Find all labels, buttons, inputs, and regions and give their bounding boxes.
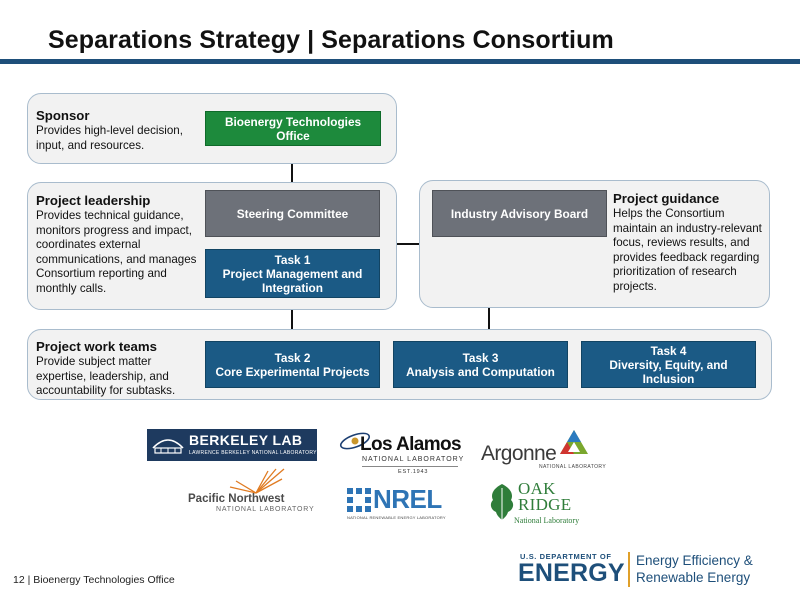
bioenergy-office-box: Bioenergy Technologies Office [205, 111, 381, 146]
leadership-desc-line: Provides technical guidance, [36, 209, 184, 222]
task4-box: Task 4 Diversity, Equity, and Inclusion [581, 341, 756, 388]
connector-guidance-teams [488, 308, 490, 330]
steering-committee-box: Steering Committee [205, 190, 380, 237]
berkeley-lab-logo: BERKELEY LAB LAWRENCE BERKELEY NATIONAL … [147, 429, 317, 461]
task4-line: Diversity, Equity, and [609, 357, 728, 372]
guidance-desc-line: maintain an industry-relevant [613, 221, 762, 235]
berkeley-lab-name: BERKELEY LAB [189, 432, 303, 448]
task3-line: Task 3 [462, 350, 499, 365]
leadership-desc-line: monitors progress and impact, [36, 223, 192, 237]
leadership-desc-line: communications, and manages [36, 252, 197, 266]
guidance-desc-line: focus, reviews results, and [613, 236, 750, 250]
sponsor-desc-line: input, and resources. [36, 138, 145, 152]
los-alamos-name: Los Alamos [360, 434, 462, 455]
oak-ridge-logo: OAK RIDGE National Laboratory [488, 478, 584, 530]
doe-divider [628, 552, 630, 587]
oak-ridge-sub: National Laboratory [514, 516, 580, 525]
doe-small-label: U.S. DEPARTMENT OF [520, 552, 612, 561]
bioenergy-office-line: Bioenergy Technologies [224, 114, 362, 129]
guidance-desc-line: provides feedback regarding [613, 250, 760, 264]
sponsor-desc-line: Provides high-level decision, [36, 124, 183, 137]
nrel-name: NREL [373, 484, 442, 514]
oak-ridge-name2: RIDGE [518, 495, 572, 514]
leadership-desc-line: monthly calls. [36, 281, 107, 295]
work-teams-text: Project work teams Provide subject matte… [36, 339, 206, 399]
work-teams-desc-line: Provide subject matter [36, 355, 152, 368]
los-alamos-est: EST.1943 [398, 469, 429, 475]
sponsor-heading: Sponsor [36, 108, 90, 123]
doe-eere-logo: U.S. DEPARTMENT OF ENERGY Energy Efficie… [518, 550, 780, 590]
task1-line: Integration [262, 280, 323, 295]
pnnl-name: Pacific Northwest [188, 493, 285, 505]
leadership-desc-line: coordinates external [36, 238, 141, 252]
task2-line: Core Experimental Projects [215, 364, 370, 379]
guidance-desc-line: projects. [613, 279, 657, 293]
argonne-triangle-icon [560, 430, 588, 454]
task3-box: Task 3 Analysis and Computation [393, 341, 568, 388]
task2-box: Task 2 Core Experimental Projects [205, 341, 380, 388]
leadership-heading: Project leadership [36, 193, 151, 208]
steering-committee-label: Steering Committee [236, 206, 349, 221]
task4-line: Task 4 [650, 343, 687, 358]
oak-leaf-icon [490, 484, 514, 522]
berkeley-building-icon [152, 439, 184, 454]
argonne-name: Argonne [481, 442, 557, 465]
guidance-heading: Project guidance [613, 191, 720, 206]
pnnl-burst-icon [229, 468, 285, 494]
connector-leadership-teams [291, 310, 293, 330]
sponsor-text: Sponsor Provides high-level decision, in… [36, 108, 206, 153]
nrel-grid-icon [347, 488, 371, 512]
industry-advisory-board-label: Industry Advisory Board [450, 206, 589, 221]
los-alamos-logo: Los Alamos NATIONAL LABORATORY EST.1943 [338, 424, 463, 480]
nrel-sub: NATIONAL RENEWABLE ENERGY LABORATORY [347, 515, 446, 520]
task1-line: Project Management and [222, 266, 363, 281]
task1-line: Task 1 [274, 252, 311, 267]
task3-line: Analysis and Computation [406, 364, 555, 379]
work-teams-desc-line: expertise, leadership, and [36, 369, 169, 383]
guidance-text: Project guidance Helps the Consortium ma… [613, 191, 768, 295]
pnnl-logo: Pacific Northwest NATIONAL LABORATORY [188, 467, 314, 517]
work-teams-heading: Project work teams [36, 339, 157, 354]
eere-line2: Renewable Energy [636, 570, 751, 585]
connector-leadership-guidance [396, 243, 420, 245]
title-rule [0, 59, 800, 64]
task4-line: Inclusion [642, 371, 695, 386]
work-teams-desc-line: accountability for subtasks. [36, 384, 176, 398]
los-alamos-sub: NATIONAL LABORATORY [362, 456, 465, 463]
connector-sponsor-leadership [291, 163, 293, 183]
task2-line: Task 2 [274, 350, 311, 365]
page-title: Separations Strategy | Separations Conso… [48, 26, 614, 54]
argonne-logo: Argonne NATIONAL LABORATORY [481, 428, 606, 472]
pnnl-sub: NATIONAL LABORATORY [216, 506, 315, 513]
bioenergy-office-line: Office [276, 128, 310, 143]
los-alamos-rule [362, 466, 458, 467]
oak-ridge-name1: OAK [518, 479, 556, 498]
guidance-desc-line: prioritization of research [613, 265, 737, 279]
berkeley-lab-sub: LAWRENCE BERKELEY NATIONAL LABORATORY [189, 450, 317, 456]
argonne-sub: NATIONAL LABORATORY [539, 464, 607, 470]
task1-box: Task 1 Project Management and Integratio… [205, 249, 380, 298]
leadership-text: Project leadership Provides technical gu… [36, 193, 206, 297]
los-alamos-atom-icon [339, 432, 371, 450]
doe-big-label: ENERGY [518, 559, 625, 587]
leadership-desc-line: Consortium reporting and [36, 267, 167, 281]
nrel-logo: NREL NATIONAL RENEWABLE ENERGY LABORATOR… [347, 484, 465, 522]
industry-advisory-board-box: Industry Advisory Board [432, 190, 607, 237]
footer-page-label: 12 | Bioenergy Technologies Office [13, 574, 175, 586]
eere-line1: Energy Efficiency & [636, 553, 753, 568]
guidance-desc-line: Helps the Consortium [613, 207, 725, 220]
